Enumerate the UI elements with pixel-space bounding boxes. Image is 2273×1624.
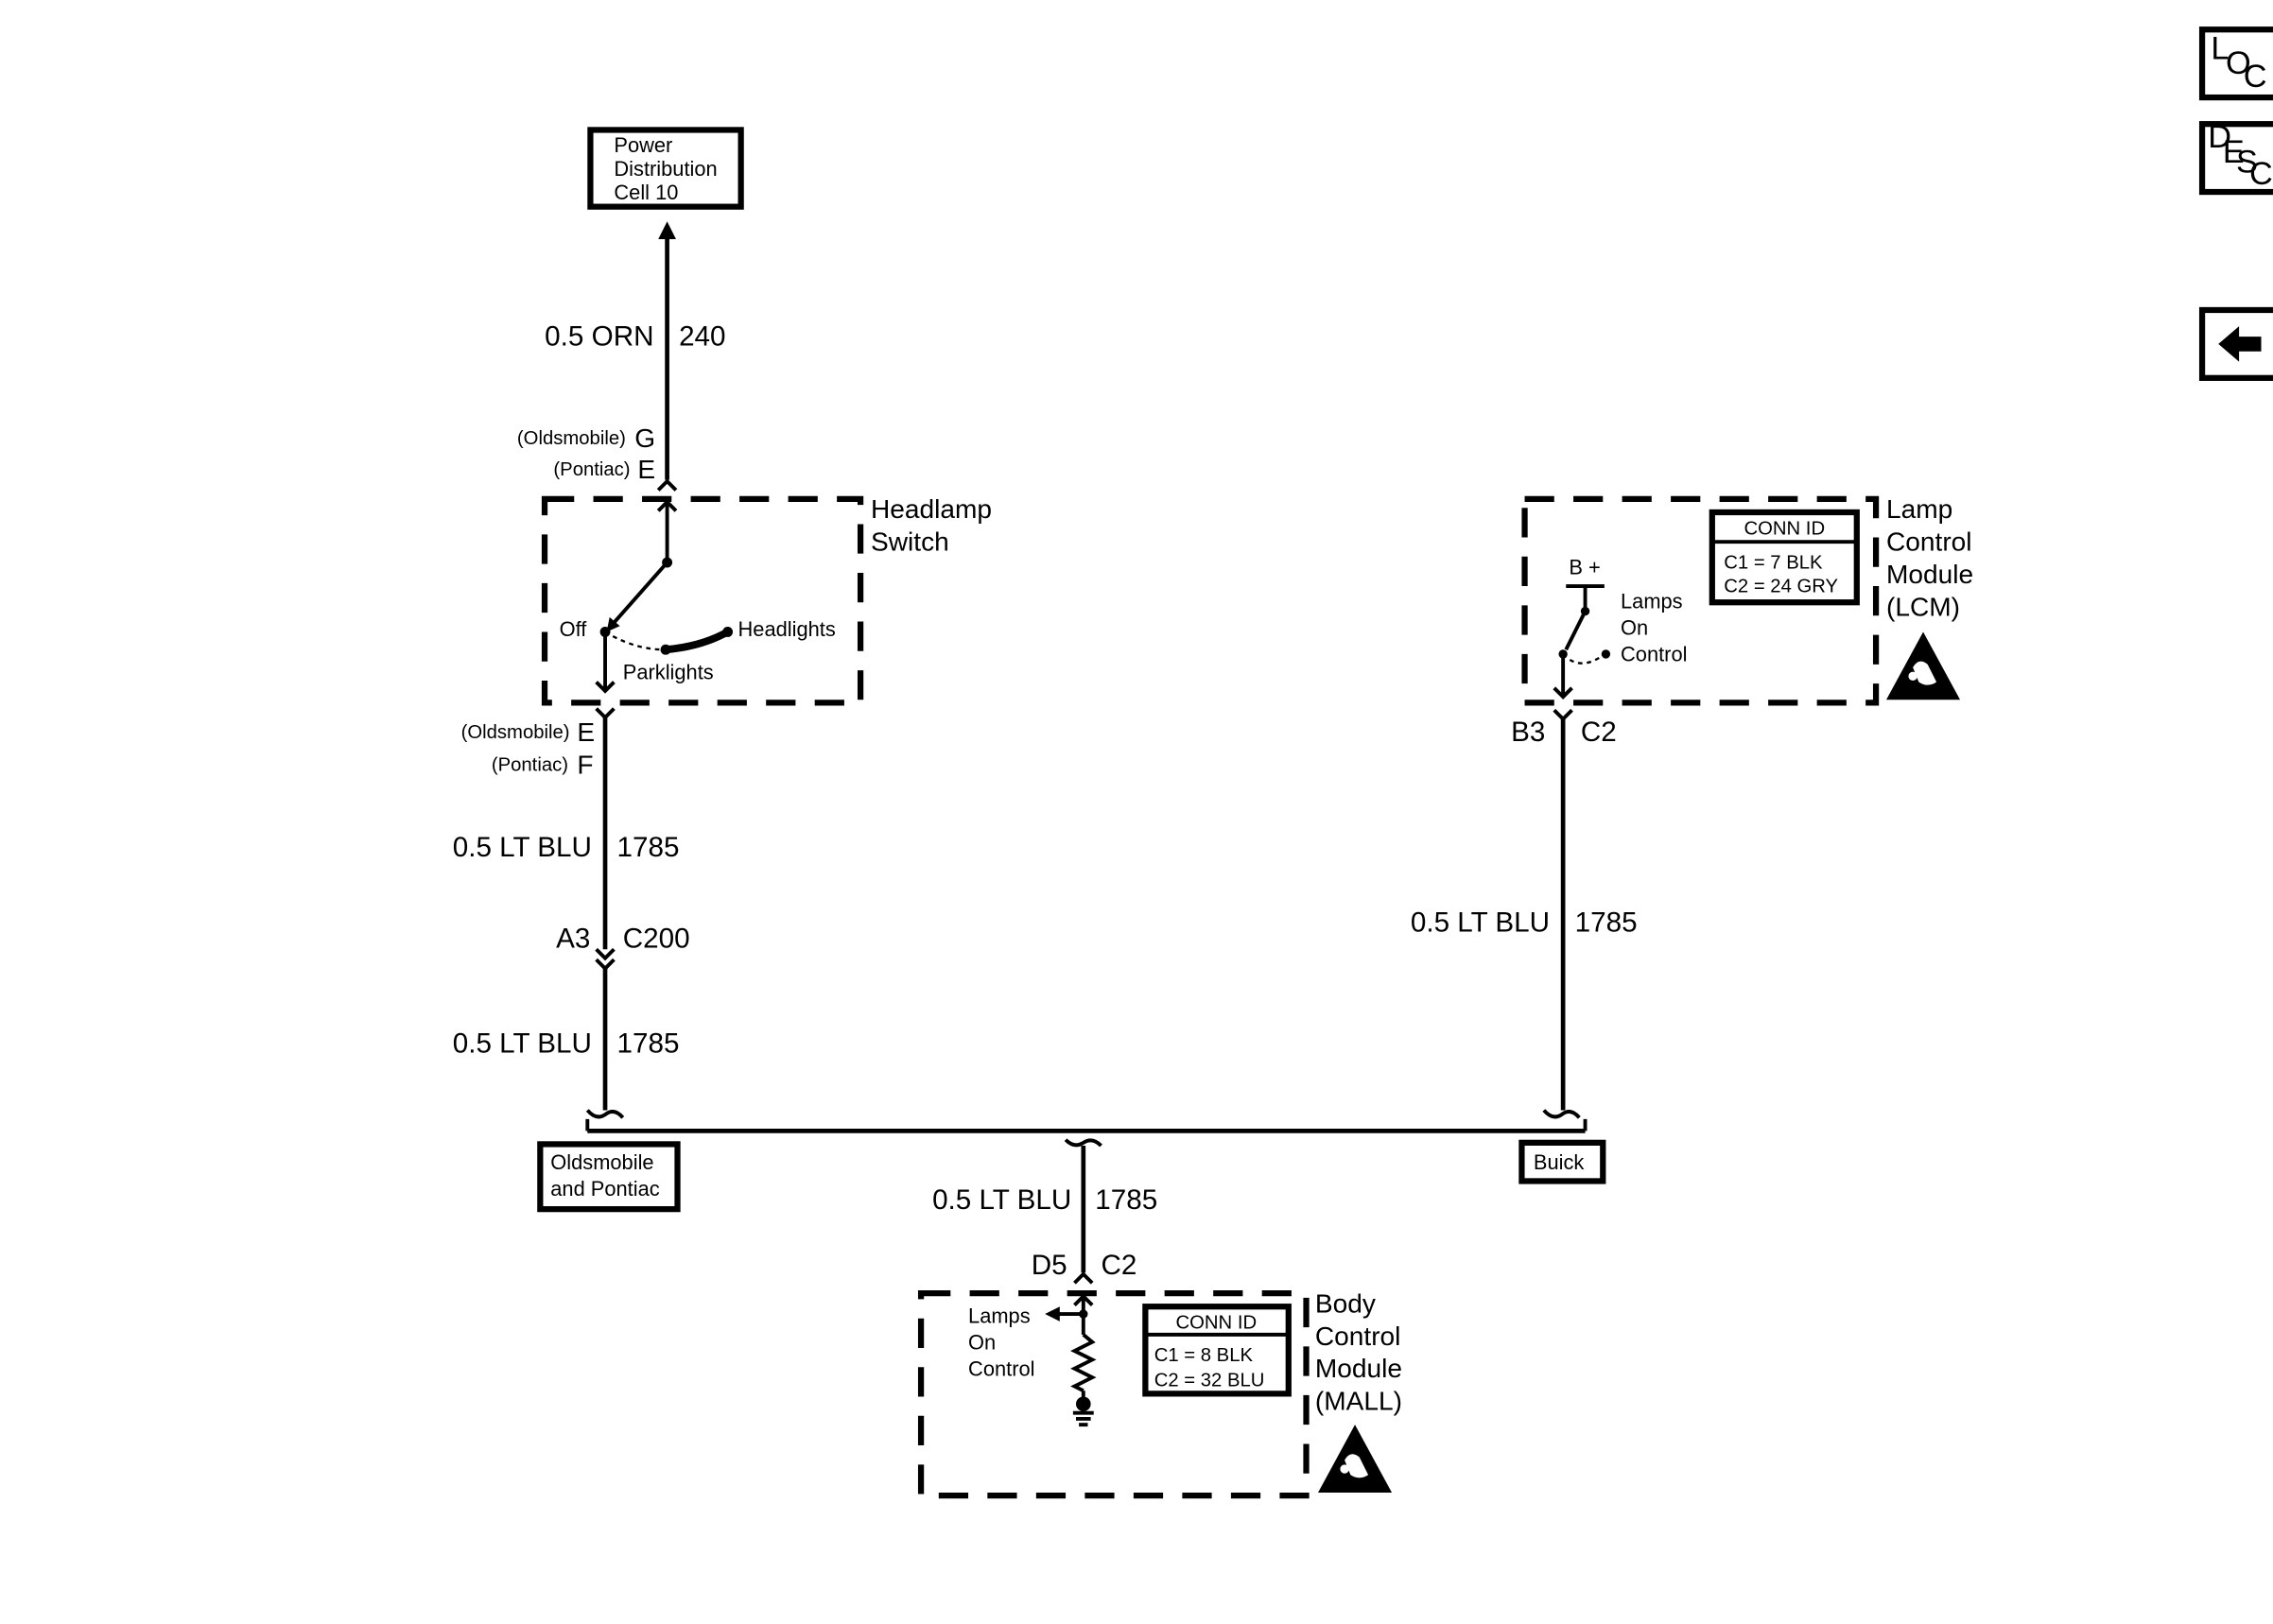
circuit-number: 1785 [1575,907,1638,939]
connector-label: C2 [1102,1250,1137,1281]
connector-label: C200 [623,924,690,955]
control-label: On [968,1330,996,1354]
back-button[interactable] [2198,306,2273,381]
desc-letter: D [2208,119,2231,155]
connector-symbol [1553,708,1573,722]
model-label: (Oldsmobile) [517,428,626,449]
conn-id-row: C1 = 7 BLK [1724,552,1823,573]
power-label: Cell 10 [614,181,678,204]
pin-label: E [637,455,655,484]
bplus-label: B + [1569,556,1600,579]
conn-id-row: C1 = 8 BLK [1154,1345,1254,1366]
connector-symbol [1073,1271,1094,1285]
body-control-module: Body Control Module (MALL) CONN ID C1 = … [917,1288,1402,1499]
arrow-up-icon [658,221,676,240]
wire-label: 0.5 LT BLU [932,1184,1071,1216]
loc-letter: C [2244,59,2267,95]
switch-position-label: Parklights [623,660,714,683]
option-tag-buick: Buick [1518,1139,1606,1184]
pin-label: G [634,423,655,453]
option-break-symbol [585,1109,625,1119]
wire-label: 0.5 ORN [545,320,653,352]
circuit-number: 240 [679,320,725,352]
conn-id-table: CONN ID C1 = 7 BLK C2 = 24 GRY [1709,509,1860,606]
esd-warning-icon [1318,1425,1393,1493]
headlamp-switch: Headlamp Switch Off Headlights Parklight… [541,494,992,706]
wire-label: 0.5 LT BLU [453,832,592,863]
component-title: (LCM) [1886,592,1960,621]
connector-symbol [595,707,616,720]
power-label: Power [614,133,672,157]
wire-label: 0.5 LT BLU [1411,907,1550,939]
loc-button[interactable]: L O C [2198,26,2273,101]
component-title: Control [1886,527,1972,557]
connector-symbol [656,478,678,492]
pin-label: D5 [1032,1250,1067,1281]
desc-button[interactable]: D E S C [2198,119,2273,196]
lamp-control-module: Lamp Control Module (LCM) CONN ID C1 = 7… [1521,494,1973,706]
power-distribution-box: Power Distribution Cell 10 [587,127,744,210]
circuit-number: 1785 [617,1028,680,1060]
loc-letter: O [2226,45,2251,81]
esd-warning-icon [1886,631,1961,700]
model-label: (Pontiac) [553,459,630,480]
control-label: Control [968,1357,1034,1381]
control-label: Lamps [968,1304,1031,1327]
component-title: Control [1315,1322,1401,1351]
option-label: Oldsmobile [550,1150,653,1174]
switch-position-label: Off [560,617,588,641]
model-label: (Oldsmobile) [461,722,570,743]
control-label: Lamps [1621,589,1683,613]
desc-letter: S [2236,145,2258,181]
pin-label: E [577,717,595,747]
wire-label: 0.5 LT BLU [453,1028,592,1060]
control-label: On [1621,616,1648,640]
option-tag-oldsmobile-pontiac: Oldsmobile and Pontiac [537,1141,681,1213]
conn-id-table: CONN ID C1 = 8 BLK C2 = 32 BLU [1142,1304,1292,1397]
switch-position-label: Headlights [738,617,836,641]
option-break-symbol [1542,1109,1581,1119]
pin-label: B3 [1511,717,1545,748]
conn-id-row: C2 = 32 BLU [1154,1371,1265,1391]
loc-letter: L [2211,30,2229,66]
pin-label: A3 [556,924,590,955]
model-label: (Pontiac) [492,754,568,775]
arrow-left-icon [2218,326,2262,362]
control-label: Control [1621,643,1687,666]
component-title: Headlamp [871,494,992,524]
option-break-symbol [1064,1138,1102,1148]
component-title: Switch [871,527,949,557]
conn-id-header: CONN ID [1744,518,1825,539]
circuit-number: 1785 [617,832,680,863]
conn-id-row: C2 = 24 GRY [1724,576,1838,596]
component-title: Module [1886,560,1973,589]
component-title: (MALL) [1315,1387,1402,1416]
power-label: Distribution [614,157,717,181]
pin-label: F [577,750,593,779]
desc-letter: E [2223,134,2245,170]
circuit-number: 1785 [1095,1184,1157,1216]
option-label: and Pontiac [550,1177,659,1201]
connector-label: C2 [1581,717,1617,748]
conn-id-header: CONN ID [1175,1313,1257,1334]
desc-letter: C [2249,156,2273,192]
component-title: Lamp [1886,494,1952,524]
option-label: Buick [1534,1150,1585,1174]
component-title: Body [1315,1288,1376,1318]
connector-symbol [595,947,616,961]
component-title: Module [1315,1354,1402,1383]
